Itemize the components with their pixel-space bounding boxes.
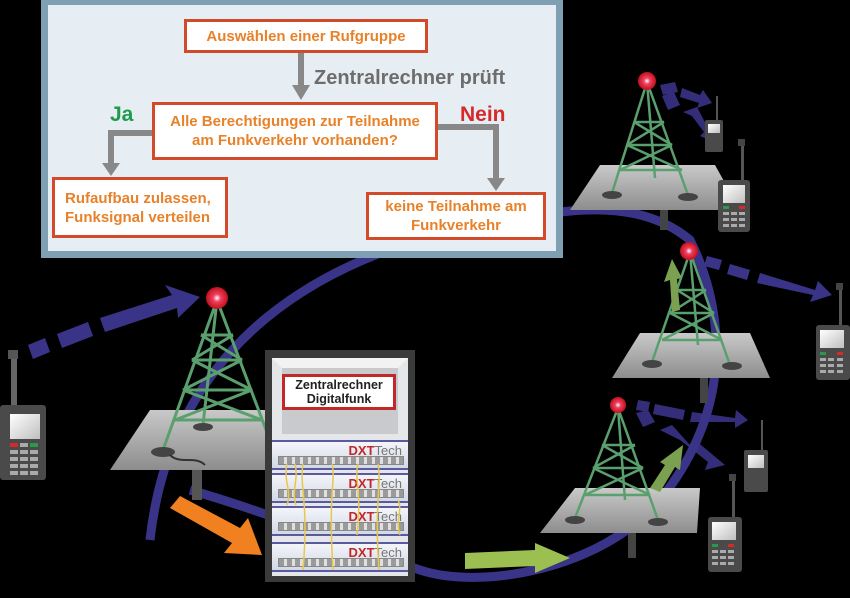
green-arrow-middle-tower	[664, 259, 682, 312]
brand-tech: Tech	[374, 443, 402, 458]
flow-step-select-group-text: Auswählen einer Rufgruppe	[206, 27, 406, 45]
server-label-line2: Digitalfunk	[306, 392, 372, 406]
handset-left	[0, 350, 46, 480]
rack-unit-brand: DXTTech	[349, 443, 402, 458]
no-label: Nein	[460, 103, 506, 126]
handset-middle-right	[816, 283, 850, 380]
handset-bottom-right-small	[744, 420, 768, 492]
flow-result-no: keine Teilnahme am Funkverkehr	[366, 192, 546, 240]
rack-unit-brand: DXTTech	[349, 545, 402, 560]
handset-top-right	[718, 139, 750, 232]
rack-unit: DXTTech	[272, 440, 408, 470]
tower-bottom-right	[540, 397, 700, 558]
flow-decision-permissions: Alle Berechtigungen zur Teilnahme am Fun…	[152, 102, 438, 160]
yes-result-line2: Funksignal verteilen	[65, 208, 211, 226]
uplink-signal-arrow	[28, 285, 200, 359]
patch-panel-ports	[278, 558, 404, 567]
server-label-line1: Zentralrechner	[295, 378, 383, 392]
check-label: Zentralrechner prüft	[314, 67, 506, 89]
orange-input-arrow	[170, 496, 262, 555]
downlink-arrow-middle-right	[704, 256, 832, 302]
tower-top-right	[570, 72, 740, 230]
server-label: Zentralrechner Digitalfunk	[282, 374, 396, 410]
patch-panel-ports	[278, 456, 404, 465]
tower-left	[110, 287, 275, 500]
brand-dxt: DXT	[348, 545, 375, 560]
yes-label: Ja	[110, 103, 134, 126]
patch-panel-ports	[278, 489, 404, 498]
handset-top-right-small	[705, 96, 723, 152]
brand-dxt: DXT	[348, 509, 375, 524]
rack-unit-brand: DXTTech	[349, 476, 402, 491]
downlink-arrows-bottom-right	[636, 400, 748, 470]
flowchart-panel: Auswählen einer Rufgruppe Zentralrechner…	[41, 0, 563, 258]
yes-result-line1: Rufaufbau zulassen,	[65, 189, 211, 207]
green-arrow-bottom-tower	[650, 445, 683, 492]
rack-unit-brand: DXTTech	[349, 509, 402, 524]
brand-tech: Tech	[374, 509, 402, 524]
rack-unit: DXTTech	[272, 542, 408, 572]
tower-middle-right	[612, 242, 770, 403]
decision-line2: am Funkverkehr vorhanden?	[192, 132, 398, 149]
flow-step-select-group: Auswählen einer Rufgruppe	[184, 19, 428, 53]
rack-unit: DXTTech	[272, 506, 408, 536]
handset-bottom-right	[708, 474, 742, 572]
brand-dxt: DXT	[348, 443, 375, 458]
no-result-line2: Funkverkehr	[410, 217, 502, 234]
patch-panel-ports	[278, 522, 404, 531]
rack-unit: DXTTech	[272, 473, 408, 503]
green-output-arrow	[465, 543, 570, 573]
brand-tech: Tech	[374, 545, 402, 560]
no-result-line1: keine Teilnahme am	[385, 198, 527, 215]
brand-dxt: DXT	[348, 476, 375, 491]
flowchart-connectors	[102, 52, 505, 191]
flow-result-yes: Rufaufbau zulassen, Funksignal verteilen	[52, 177, 228, 238]
brand-tech: Tech	[374, 476, 402, 491]
decision-line1: Alle Berechtigungen zur Teilnahme	[170, 113, 420, 130]
